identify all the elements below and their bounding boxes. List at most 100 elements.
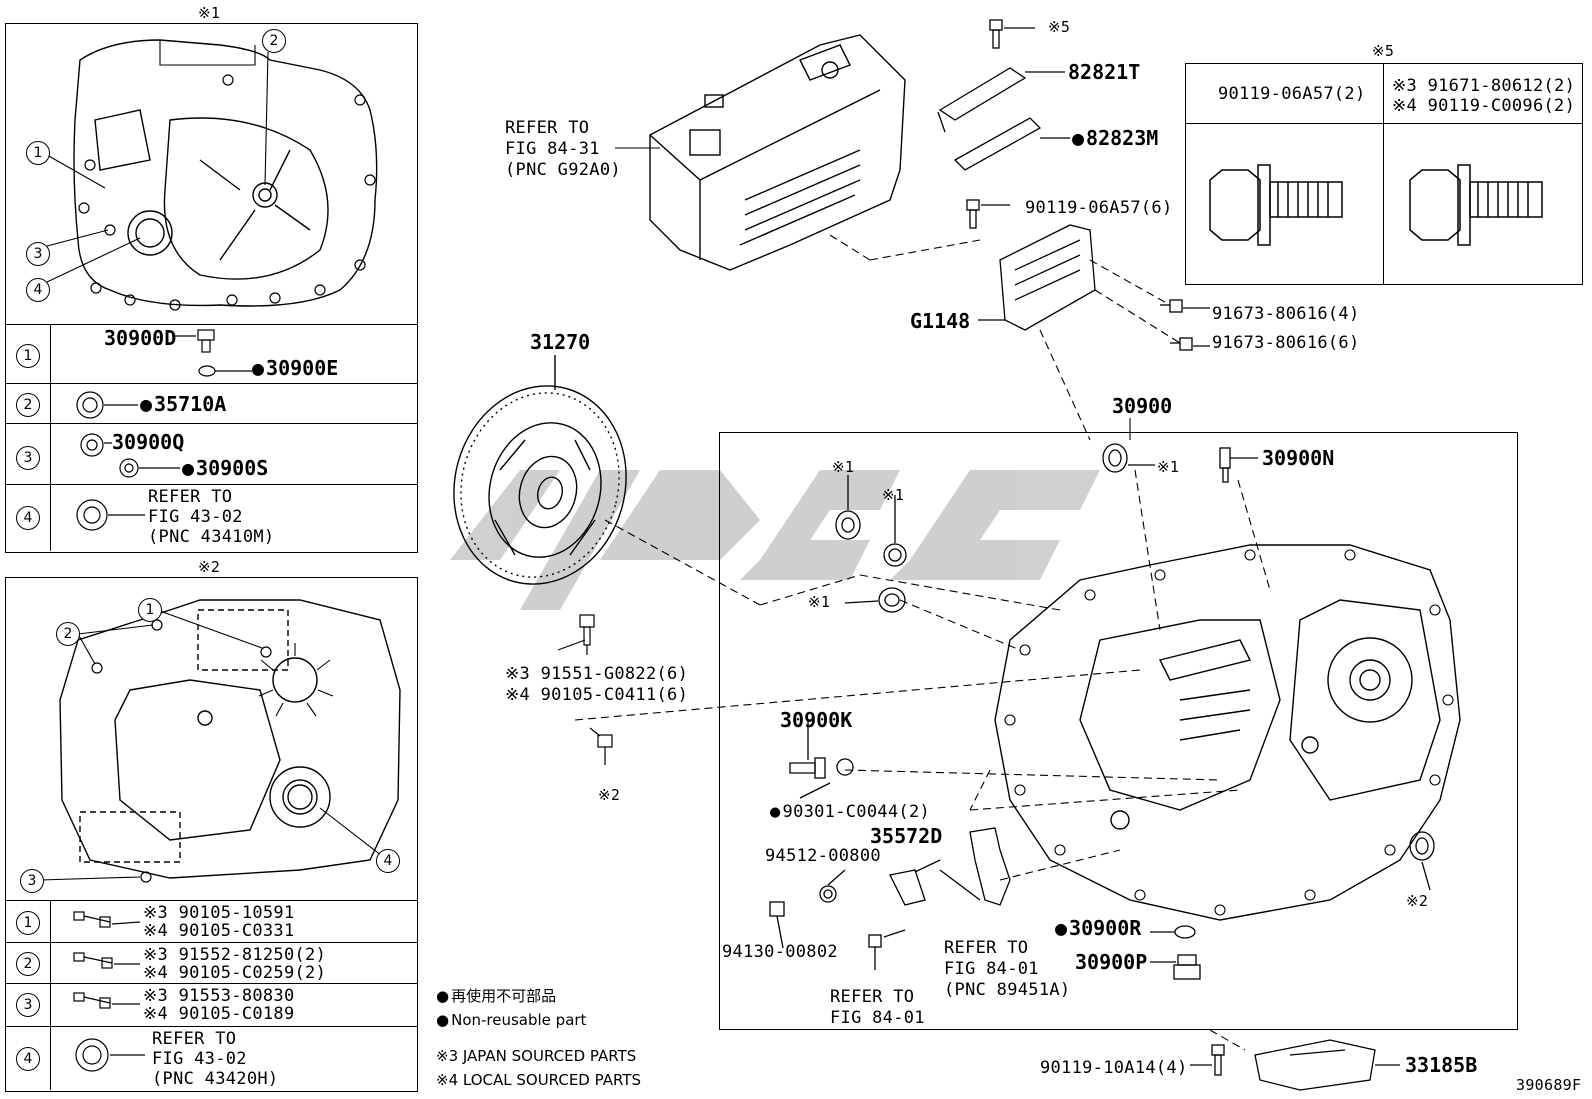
table2-r3a: ※3 91553-80830 — [143, 986, 295, 1006]
legend-non-reusable-en: Non-reusable part — [436, 1010, 586, 1030]
note-5: ※5 — [1048, 18, 1071, 36]
circle-2: 2 — [262, 29, 286, 53]
circle-4: 4 — [16, 1047, 40, 1071]
legend-non-reusable-jp: 再使用不可部品 — [436, 986, 556, 1006]
part-82821T: 82821T — [1068, 60, 1141, 84]
table2-r2b: ※4 90105-C0259(2) — [143, 963, 327, 983]
circle-1: 1 — [16, 911, 40, 935]
part-35572D: 35572D — [870, 824, 943, 848]
drain-plugs — [1150, 925, 1201, 980]
box2-note: ※2 — [198, 558, 221, 576]
circle-2: 2 — [16, 393, 40, 417]
table1-part-icons — [76, 329, 252, 531]
circle-1: 1 — [138, 598, 162, 622]
box2-case-drawing — [59, 599, 401, 879]
box5-table-line — [1185, 123, 1583, 124]
inverter-assembly-drawing — [649, 34, 906, 271]
table5-right-b: ※4 90119-C0096(2) — [1392, 96, 1576, 116]
transmission-bolt-holes — [1004, 549, 1454, 916]
circle-3: 3 — [16, 446, 40, 470]
part-30900: 30900 — [1112, 394, 1173, 418]
box1-case-drawing — [73, 39, 378, 307]
note-1-c: ※1 — [808, 593, 831, 611]
box2-frame — [5, 577, 418, 1092]
table5-left: 90119-06A57(2) — [1218, 84, 1366, 104]
circle-2: 2 — [56, 622, 80, 646]
part-90105-C0411: ※4 90105-C0411(6) — [505, 685, 689, 705]
part-90119-10A14: 90119-10A14(4) — [1040, 1058, 1188, 1078]
box2-table-col — [50, 900, 51, 1090]
refer-84-31-line2: FIG 84-31 — [505, 139, 600, 159]
part-35710A: 35710A — [140, 394, 226, 414]
box5-bolt-drawings — [1209, 164, 1543, 246]
part-90301: 90301-C0044(2) — [770, 802, 930, 822]
table1-refer-line3: (PNC 43410M) — [148, 527, 275, 547]
table2-r1b: ※4 90105-C0331 — [143, 921, 295, 941]
transmission-case-drawing — [994, 544, 1461, 921]
box1-bolt-holes — [78, 74, 376, 311]
box1-note: ※1 — [198, 4, 221, 22]
circle-3: 3 — [26, 242, 50, 266]
circle-4: 4 — [26, 278, 50, 302]
part-91551: ※3 91551-G0822(6) — [505, 664, 689, 684]
box2-table-line — [5, 900, 418, 901]
part-91673-4: 91673-80616(4) — [1212, 304, 1360, 324]
part-30900R: 30900R — [1055, 918, 1141, 938]
part-30900N: 30900N — [1262, 446, 1335, 470]
part-30900K: 30900K — [780, 708, 853, 732]
circle-3: 3 — [20, 869, 44, 893]
box5-note: ※5 — [1372, 42, 1395, 60]
bracket-33185B-drawing — [1190, 1039, 1400, 1091]
refer-84-01a-line3: (PNC 89451A) — [944, 980, 1071, 1000]
table2-r2a: ※3 91552-81250(2) — [143, 945, 327, 965]
part-94512: 94512-00800 — [765, 846, 881, 866]
box1-table-line — [5, 324, 418, 325]
figure-code: 390689F — [1516, 1076, 1582, 1094]
refer-84-01b-line1: REFER TO — [830, 987, 915, 1007]
table5-right-a: ※3 91671-80612(2) — [1392, 76, 1576, 96]
part-33185B: 33185B — [1405, 1053, 1478, 1077]
sensor-parts — [769, 720, 1011, 970]
box2-table-line — [5, 983, 418, 984]
table2-r3b: ※4 90105-C0189 — [143, 1004, 295, 1024]
dashed-assembly-lines — [574, 234, 1271, 1051]
part-30900P: 30900P — [1075, 950, 1148, 974]
table2-refer-line1: REFER TO — [152, 1029, 237, 1049]
circle-1: 1 — [26, 141, 50, 165]
small-bolts-center — [579, 614, 613, 765]
refer-84-01a-line2: FIG 84-01 — [944, 959, 1039, 979]
note-1-d: ※1 — [1157, 458, 1180, 476]
box2-table-line — [5, 1026, 418, 1027]
legend-local-sourced: ※4 LOCAL SOURCED PARTS — [436, 1071, 641, 1089]
circle-3: 3 — [16, 993, 40, 1017]
box1-table-line — [5, 383, 418, 384]
table2-refer-line3: (PNC 43420H) — [152, 1069, 279, 1089]
box1-table-col — [50, 324, 51, 551]
part-30900E: 30900E — [252, 358, 338, 378]
refer-84-31-line3: (PNC G92A0) — [505, 160, 621, 180]
table2-r1a: ※3 90105-10591 — [143, 903, 295, 923]
main-assembly-frame — [719, 432, 1518, 1030]
note-1-b: ※1 — [882, 486, 905, 504]
table1-refer-line2: FIG 43-02 — [148, 507, 243, 527]
table1-refer-line1: REFER TO — [148, 487, 233, 507]
box2-sun-gear — [258, 643, 334, 717]
table2-refer-line2: FIG 43-02 — [152, 1049, 247, 1069]
part-30900Q: 30900Q — [112, 430, 185, 454]
part-31270: 31270 — [530, 330, 591, 354]
note-2-b: ※2 — [1406, 892, 1429, 910]
box2-table-line — [5, 942, 418, 943]
circle-4: 4 — [16, 506, 40, 530]
inverter-bolt-bracket — [937, 19, 1070, 229]
box1-table-line — [5, 484, 418, 485]
circle-2: 2 — [16, 952, 40, 976]
refer-84-01a-line1: REFER TO — [944, 938, 1029, 958]
part-G1148: G1148 — [910, 309, 971, 333]
part-30900S: 30900S — [182, 458, 268, 478]
box1-frame — [5, 23, 418, 553]
circle-4: 4 — [376, 849, 400, 873]
part-94130: 94130-00802 — [722, 942, 838, 962]
part-91673-6: 91673-80616(6) — [1212, 333, 1360, 353]
box5-frame — [1185, 63, 1583, 285]
